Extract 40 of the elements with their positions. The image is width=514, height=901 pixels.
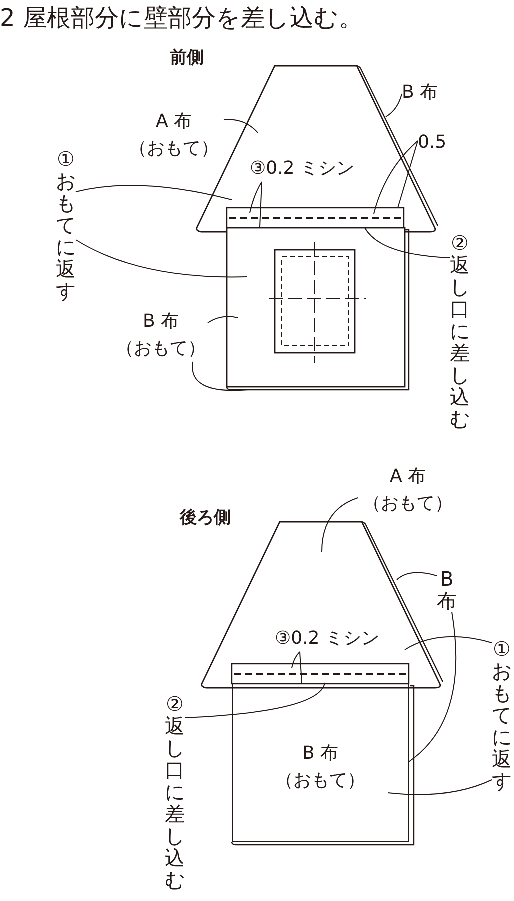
vertical-callout-text: ①おもてに返す: [56, 148, 76, 302]
vertical-callout-text: B 布: [437, 568, 457, 612]
section-heading: 後ろ側: [180, 508, 231, 530]
callout-text: 0.5: [418, 131, 447, 155]
vertical-callout-text: ②返し口に差し込む: [165, 693, 185, 891]
leader-line: [192, 362, 248, 392]
callout-text: （おもて）: [129, 137, 219, 161]
callout-text: （おもて）: [276, 769, 366, 793]
leader-line: [292, 652, 300, 668]
leader-line: [224, 119, 258, 134]
leader-line: [396, 572, 438, 580]
leader-line: [300, 652, 302, 684]
callout-text: B 布: [142, 310, 180, 334]
callout-text: A 布: [390, 465, 426, 489]
leader-line: [388, 780, 492, 796]
leader-line: [398, 140, 418, 208]
callout-text: B 布: [402, 81, 438, 105]
leader-line: [260, 182, 262, 228]
leader-line: [184, 682, 326, 718]
leader-line: [76, 240, 248, 278]
vertical-callout-text: ①おもてに返す: [492, 638, 512, 792]
title: 2 屋根部分に壁部分を差し込む。: [0, 3, 363, 33]
leader-line: [208, 316, 238, 324]
callout-text: B 布: [302, 742, 339, 766]
callout-text: （おもて）: [363, 492, 453, 516]
leader-line: [404, 636, 492, 650]
leader-line: [364, 228, 450, 258]
callout-text: ③0.2 ミシン: [275, 627, 380, 651]
callout-text: A 布: [156, 110, 192, 134]
leader-line: [322, 498, 358, 552]
leader-line: [386, 94, 402, 118]
callout-text: ③0.2 ミシン: [250, 157, 354, 181]
wall-panel: [232, 683, 409, 842]
vertical-callout-text: ②返し口に差し込む: [450, 232, 470, 430]
section-heading: 前側: [170, 48, 204, 70]
leader-line: [76, 185, 232, 200]
callout-text: （おもて）: [116, 337, 206, 361]
leader-line: [374, 140, 418, 214]
leader-line: [250, 182, 262, 214]
leader-line: [408, 612, 457, 762]
